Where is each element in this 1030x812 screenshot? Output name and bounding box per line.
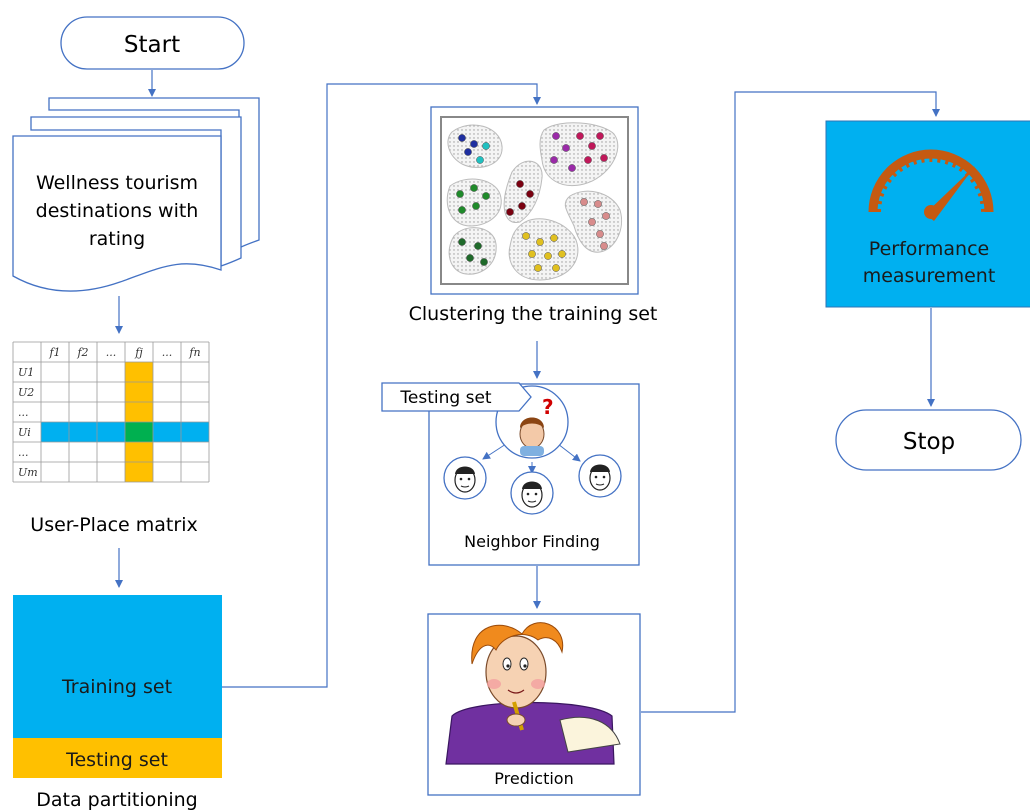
destinations-line3: rating <box>89 228 145 250</box>
cluster-point <box>600 242 608 250</box>
clustering-image <box>430 106 639 295</box>
connector-partition-to-clustering <box>222 83 541 688</box>
cluster-point <box>588 142 596 150</box>
cluster-point <box>466 254 474 262</box>
cluster-point <box>534 264 542 272</box>
thinking-person-icon: ? <box>519 395 554 456</box>
cluster-point <box>550 234 558 242</box>
destinations-line1: Wellness tourism <box>36 172 198 194</box>
matrix-row-header: Um <box>18 466 38 479</box>
performance-box: Performance measurement <box>825 120 1030 308</box>
cluster-point <box>470 184 478 192</box>
performance-line2: measurement <box>863 265 996 287</box>
cluster-point <box>472 202 480 210</box>
cluster-point <box>528 250 536 258</box>
matrix-col-header: f1 <box>48 346 60 359</box>
cluster-points <box>456 132 610 272</box>
destinations-line2: destinations with <box>36 200 199 222</box>
cluster-point <box>600 154 608 162</box>
prediction-caption: Prediction <box>494 769 573 788</box>
cluster-point <box>474 242 482 250</box>
question-mark-icon: ? <box>542 395 554 419</box>
cluster-point <box>552 132 560 140</box>
clustering-caption: Clustering the training set <box>409 303 658 325</box>
cluster-point <box>456 190 464 198</box>
neighbor-face-center <box>510 471 554 515</box>
cluster-point <box>584 156 592 164</box>
matrix-col-header: fj <box>134 346 143 359</box>
cluster-point <box>482 192 490 200</box>
cluster-point <box>588 218 596 226</box>
cluster-point <box>482 142 490 150</box>
cluster-point <box>576 132 584 140</box>
cluster-point <box>458 134 466 142</box>
cluster-point <box>594 200 602 208</box>
cluster-point <box>518 202 526 210</box>
destinations-multidocument: Wellness tourism destinations with ratin… <box>12 97 260 292</box>
matrix-row-header: U1 <box>18 366 34 379</box>
testing-set-tag <box>381 382 532 412</box>
cluster-point <box>458 206 466 214</box>
cluster-point <box>544 252 552 260</box>
matrix-row-header: ... <box>18 446 29 459</box>
cluster-point <box>506 208 514 216</box>
cluster-point <box>526 190 534 198</box>
neighbor-finding-box: ? Testing set Neighbor Finding <box>381 382 640 566</box>
student-thinking-icon <box>445 622 621 765</box>
cluster-point <box>552 264 560 272</box>
cluster-point <box>522 232 530 240</box>
testing-set-block <box>13 738 222 778</box>
matrix-row-header: U2 <box>18 386 34 399</box>
neighbor-caption: Neighbor Finding <box>464 532 600 551</box>
speedometer-icon <box>868 149 994 221</box>
matrix-col-header: fn <box>188 346 200 359</box>
start-label: Start <box>124 32 180 58</box>
matrix-row-header: ... <box>18 406 29 419</box>
testing-set-tag-label: Testing set <box>399 388 491 408</box>
cluster-point <box>550 156 558 164</box>
matrix-col-header: ... <box>106 346 117 359</box>
testing-set-label: Testing set <box>65 749 168 771</box>
cluster-point <box>580 198 588 206</box>
cluster-point <box>596 132 604 140</box>
performance-line1: Performance <box>869 238 989 260</box>
connectors <box>115 70 940 713</box>
cluster-point <box>476 156 484 164</box>
neighbor-face-left <box>443 456 487 500</box>
neighbor-face-right <box>578 454 622 498</box>
highlight-intersection <box>125 422 153 442</box>
cluster-point <box>562 144 570 152</box>
cluster-point <box>470 140 478 148</box>
matrix-col-header: ... <box>162 346 173 359</box>
matrix-caption: User-Place matrix <box>30 514 197 536</box>
cluster-point <box>568 164 576 172</box>
stop-terminator: Stop <box>835 409 1022 471</box>
training-set-block <box>13 595 222 738</box>
partition-caption: Data partitioning <box>36 789 197 811</box>
cluster-point <box>602 212 610 220</box>
cluster-point <box>458 238 466 246</box>
data-partition-block: Training set Testing set <box>13 595 222 778</box>
training-set-label: Training set <box>61 676 172 698</box>
connector-prediction-to-performance <box>641 91 940 713</box>
cluster-point <box>516 180 524 188</box>
start-terminator: Start <box>60 16 245 70</box>
cluster-point <box>558 250 566 258</box>
cluster-point <box>596 230 604 238</box>
matrix-row-header: Ui <box>18 426 31 439</box>
cluster-point <box>464 148 472 156</box>
prediction-box: Prediction <box>427 613 641 796</box>
cluster-point <box>480 258 488 266</box>
stop-label: Stop <box>903 429 955 455</box>
matrix-col-header: f2 <box>76 346 88 359</box>
cluster-point <box>536 238 544 246</box>
